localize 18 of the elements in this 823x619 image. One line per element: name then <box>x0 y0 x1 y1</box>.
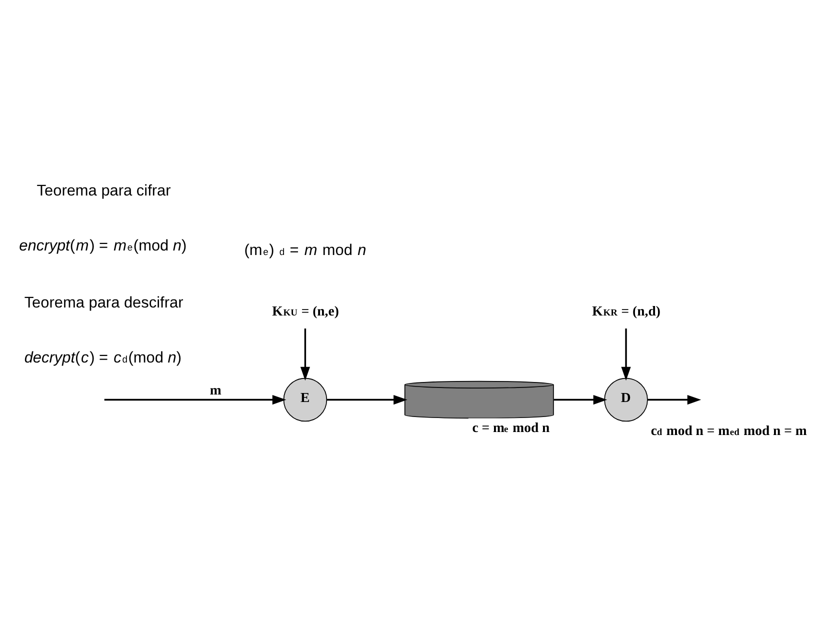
label: decrypt(c) = cd(mod n) <box>24 348 182 366</box>
node-label: c = me mod n <box>472 419 550 434</box>
label: Teorema para cifrar <box>36 182 171 200</box>
label: (me) d = m mod n <box>244 241 366 258</box>
arrow <box>621 328 631 380</box>
node-label: cd mod n = med mod n = m <box>650 422 807 438</box>
node-text: KKR = (n,d) <box>592 302 660 318</box>
node-circle: E <box>283 377 328 422</box>
arrow <box>648 394 702 404</box>
label: Teorema para descifrar <box>24 294 184 311</box>
edge-label: m <box>210 382 222 397</box>
node-circle: D <box>604 377 648 422</box>
label: encrypt(m) = me(mod n) <box>19 237 187 254</box>
node-text: KKU = (n,e) <box>272 302 339 318</box>
arrow <box>104 394 286 404</box>
arrow <box>554 394 608 404</box>
arrow <box>326 394 408 404</box>
arrow <box>300 328 310 380</box>
